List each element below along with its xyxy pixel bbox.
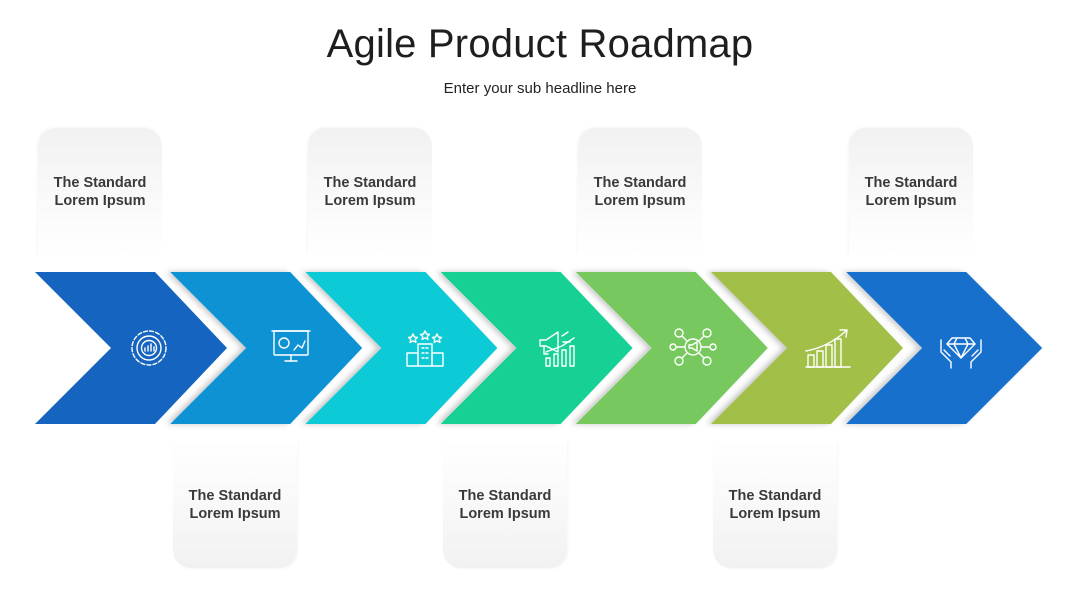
page-subtitle: Enter your sub headline here: [443, 80, 637, 97]
card-line: Lorem Ipsum: [459, 506, 551, 522]
chevron-step-6: [711, 272, 903, 424]
card-line: The Standard: [188, 488, 282, 504]
card-line: Lorem Ipsum: [594, 193, 686, 209]
chevron-step-3: [305, 272, 498, 424]
card-line: Lorem Ipsum: [729, 506, 821, 522]
card-line: Lorem Ipsum: [865, 193, 957, 209]
card-line: The Standard: [593, 175, 687, 191]
presentation-board-icon: [271, 330, 311, 362]
card-line: The Standard: [864, 175, 958, 191]
chevron-step-5: [575, 272, 768, 424]
card-line: Lorem Ipsum: [324, 193, 416, 209]
card-line: The Standard: [728, 488, 822, 504]
card-line: Lorem Ipsum: [189, 506, 281, 522]
chevron-step-4: [440, 272, 633, 424]
building-rating-icon: [406, 330, 444, 367]
card-line: The Standard: [323, 175, 417, 191]
gear-chart-icon: [131, 330, 167, 366]
chevron-step-1: [35, 272, 227, 424]
chevron-step-2: [170, 272, 363, 424]
card-line: Lorem Ipsum: [54, 193, 146, 209]
growth-chart-icon: [805, 329, 851, 368]
card-line: The Standard: [458, 488, 552, 504]
chevron-step-7: [846, 272, 1043, 424]
diamond-hands-icon: [940, 337, 982, 369]
megaphone-network-icon: [669, 328, 717, 366]
card-line: The Standard: [53, 175, 147, 191]
page-title: Agile Product Roadmap: [326, 22, 754, 66]
megaphone-growth-icon: [539, 331, 575, 367]
